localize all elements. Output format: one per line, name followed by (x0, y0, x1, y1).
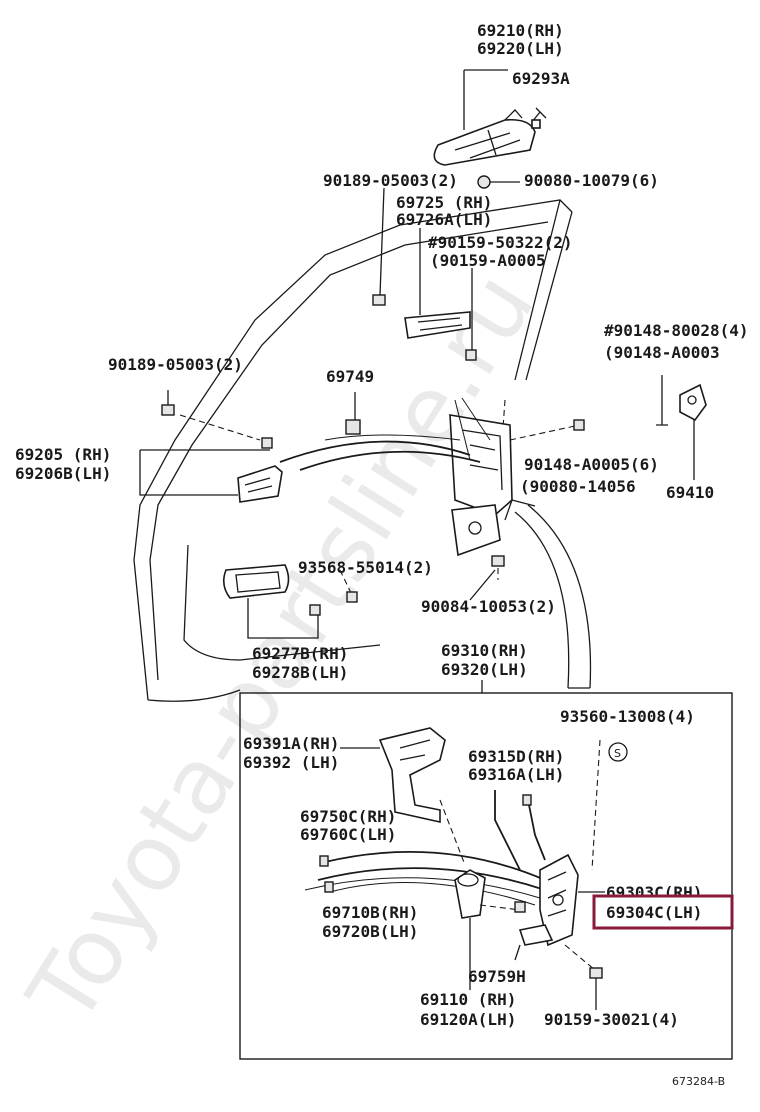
label-cable-a-rh: 69750C(RH) (300, 807, 396, 826)
dash-93560 (591, 739, 601, 871)
label-screw-90159-b: 90159-30021(4) (544, 1010, 679, 1029)
label-rod2-rh: 69315D(RH) (468, 747, 564, 766)
inside-handle[interactable] (237, 465, 283, 503)
screw-90189-mid (161, 390, 175, 416)
label-cable-b-lh: 69720B(LH) (322, 922, 418, 941)
door-handle-bezel[interactable] (222, 564, 290, 599)
label-handle-lh: 69220(LH) (477, 39, 564, 58)
leader-90189-top (379, 187, 385, 296)
label-bezel-lh: 69278B(LH) (252, 663, 348, 682)
label-bracket-rh: 69391A(RH) (243, 734, 339, 753)
detail-box (239, 692, 733, 1060)
screw-90080-top (477, 175, 520, 189)
screw-90148-a (656, 375, 668, 426)
label-69759h: 69759H (468, 967, 526, 986)
screw-69293a (531, 107, 547, 129)
part-69759h[interactable] (518, 924, 554, 946)
label-screw-90148-a: #90148-80028(4) (604, 321, 749, 340)
leader-bezel (247, 598, 319, 639)
label-rod2-lh: 69316A(LH) (468, 765, 564, 784)
screw-90159b (589, 967, 603, 979)
detail-arrow (504, 499, 592, 689)
label-69749: 69749 (326, 367, 374, 386)
outside-handle[interactable] (433, 109, 536, 166)
label-screw-90084: 90084-10053(2) (421, 597, 556, 616)
label-handle-rh: 69210(RH) (477, 21, 564, 40)
rod-69316a[interactable] (527, 799, 546, 861)
label-screw-90148-b: (90148-A0003 (604, 343, 720, 362)
leader-inner-handle (139, 450, 238, 496)
clip-69315d (522, 794, 532, 806)
label-bracket-lh: 69392 (LH) (243, 753, 339, 772)
cables-detail[interactable] (304, 850, 546, 906)
figure-code: 673284-B (672, 1075, 725, 1088)
actuator-69303c[interactable] (539, 853, 579, 947)
striker-69410[interactable] (679, 383, 707, 422)
label-screw-93568: 93568-55014(2) (298, 558, 433, 577)
dash-90189-mid (179, 414, 261, 441)
label-rod-rh: 69725 (RH) (396, 193, 492, 212)
label-inner-rh: 69205 (RH) (15, 445, 111, 464)
highlighted-part-69304c[interactable]: 69304C(LH) (592, 894, 734, 930)
dash-90159b (564, 944, 596, 971)
screw-90148-c (573, 419, 585, 431)
main-lock-assembly[interactable] (449, 397, 513, 557)
screw-90189-top (372, 294, 386, 306)
label-screw-90080-b: (90080-14056 (520, 477, 636, 496)
label-screw-93560: 93560-13008(4) (560, 707, 695, 726)
clip-69205 (261, 437, 273, 449)
label-actuator-lh: 69304C(LH) (606, 903, 702, 922)
label-screw-90148-c: 90148-A0005(6) (524, 455, 659, 474)
dash-90148 (509, 425, 576, 441)
clip-bezel (309, 604, 321, 616)
highlight-box (592, 894, 734, 930)
label-cyl-rh: 69110 (RH) (420, 990, 516, 1009)
cables-upper (279, 434, 481, 471)
label-bezel-rh: 69277B(RH) (252, 644, 348, 663)
rod-69315d[interactable] (494, 790, 521, 871)
clip-69759h (514, 901, 526, 913)
label-screw-90189-top: 90189-05003(2) (323, 171, 458, 190)
leader-90084 (469, 569, 496, 601)
screw-93560-marker (608, 742, 628, 762)
cylinder-69110[interactable] (454, 869, 486, 919)
clip-90159 (465, 349, 477, 361)
door-outline (133, 199, 573, 702)
label-cable-a-lh: 69760C(LH) (300, 825, 396, 844)
rod-guard[interactable] (404, 311, 471, 339)
label-clip-90159-alt: (90159-A0005 (430, 251, 546, 270)
label-clip-90159: #90159-50322(2) (428, 233, 573, 252)
dash-cylinder (479, 904, 521, 911)
dash-bracket (439, 799, 466, 866)
label-lock-lh: 69320(LH) (441, 660, 528, 679)
leader-69759h (514, 944, 521, 961)
screw-93568 (339, 569, 358, 603)
label-cyl-lh: 69120A(LH) (420, 1010, 516, 1029)
label-inner-lh: 69206B(LH) (15, 464, 111, 483)
label-rod-lh: 69726A(LH) (396, 210, 492, 229)
label-cable-b-rh: 69710B(RH) (322, 903, 418, 922)
labels: 69210(RH) 69220(LH) 69293A 90189-05003(2… (15, 21, 749, 1088)
label-69293a: 69293A (512, 69, 570, 88)
screw-90084 (491, 555, 505, 567)
part-69749[interactable] (345, 419, 361, 435)
marker-s: S (614, 747, 621, 760)
label-striker: 69410 (666, 483, 714, 502)
label-screw-90080-top: 90080-10079(6) (524, 171, 659, 190)
bracket-69391a[interactable] (378, 727, 446, 823)
label-screw-90189-mid: 90189-05003(2) (108, 355, 243, 374)
label-lock-rh: 69310(RH) (441, 641, 528, 660)
